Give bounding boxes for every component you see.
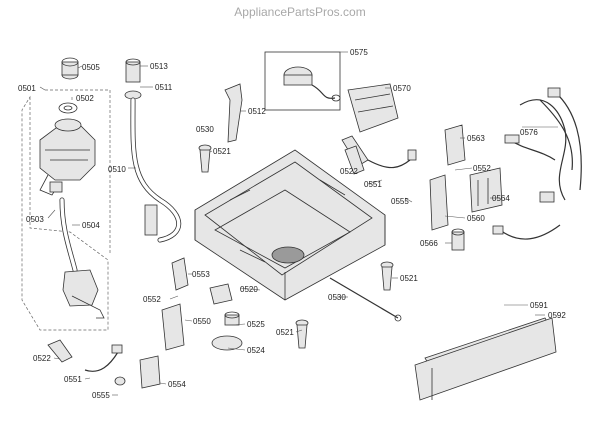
screw-0522-right [344, 145, 365, 175]
callout-0550: 0550 [193, 317, 211, 326]
motor-box-outline [264, 51, 341, 111]
callout-0521-right: 0521 [400, 274, 418, 283]
callout-0504: 0504 [82, 221, 100, 230]
fill-hose-assembly [124, 58, 182, 243]
callout-0530-right: 0530 [328, 293, 346, 302]
sump-pump-assembly [21, 57, 111, 331]
callout-0555-left: 0555 [92, 391, 110, 400]
valve-0566 [451, 228, 465, 251]
callout-0520: 0520 [240, 285, 258, 294]
callout-0560: 0560 [467, 214, 485, 223]
screw-0522-left [47, 339, 73, 363]
callout-0525: 0525 [247, 320, 265, 329]
leader-lines [39, 51, 558, 396]
callout-0551-right: 0551 [364, 180, 382, 189]
callout-0553: 0553 [192, 270, 210, 279]
callout-0512: 0512 [248, 107, 266, 116]
callout-labels: 0505 0501 0502 0503 0504 0513 0511 0510 … [18, 48, 566, 400]
pump-motor-0575 [283, 66, 341, 102]
bracket-0512 [224, 83, 243, 143]
callout-0510: 0510 [108, 165, 126, 174]
callout-0591: 0591 [530, 301, 548, 310]
callout-0552-right: 0552 [473, 164, 491, 173]
bracket-0560 [429, 174, 449, 231]
callout-0503: 0503 [26, 215, 44, 224]
callout-0570: 0570 [393, 84, 411, 93]
disc-0524 [211, 335, 243, 351]
wire-harness-0576 [492, 87, 582, 240]
sensor-0551-left [84, 344, 126, 386]
callout-0524: 0524 [247, 346, 265, 355]
bracket-0554 [139, 355, 161, 389]
screw-0521-top [198, 144, 212, 173]
base-frame-0520 [194, 149, 386, 301]
callout-0563: 0563 [467, 134, 485, 143]
callout-0552-left: 0552 [143, 295, 161, 304]
callout-0592: 0592 [548, 311, 566, 320]
callout-0513: 0513 [150, 62, 168, 71]
callout-0521-top: 0521 [213, 147, 231, 156]
control-module-0570 [347, 83, 399, 133]
pump-housing [39, 124, 96, 181]
callout-0522-left: 0522 [33, 354, 51, 363]
callout-0575: 0575 [350, 48, 368, 57]
callout-0502: 0502 [76, 94, 94, 103]
callout-0555-right: 0555 [391, 197, 409, 206]
callout-0501: 0501 [18, 84, 36, 93]
callout-0511: 0511 [155, 83, 173, 92]
bracket-0550 [161, 303, 185, 351]
bracket-0553 [171, 257, 189, 291]
callout-0551-left: 0551 [64, 375, 82, 384]
callout-0564: 0564 [492, 194, 510, 203]
callout-0521-bottom: 0521 [276, 328, 294, 337]
screw-0521-bottom [295, 319, 309, 349]
bracket-0530-left [209, 283, 233, 305]
rod-0530 [329, 277, 399, 319]
bracket-0563 [444, 124, 466, 166]
clip-0525 [224, 311, 240, 326]
callout-0566: 0566 [420, 239, 438, 248]
watermark-text: AppliancePartsPros.com [234, 5, 365, 19]
kickplate-0592 [414, 317, 557, 401]
callout-0530-top: 0530 [196, 125, 214, 134]
callout-0505: 0505 [82, 63, 100, 72]
callout-0522-right: 0522 [340, 167, 358, 176]
bracket-0564 [469, 167, 503, 213]
callout-0576: 0576 [520, 128, 538, 137]
screw-0521-right [380, 261, 394, 291]
callout-0554: 0554 [168, 380, 186, 389]
hose-nozzle [125, 61, 141, 83]
